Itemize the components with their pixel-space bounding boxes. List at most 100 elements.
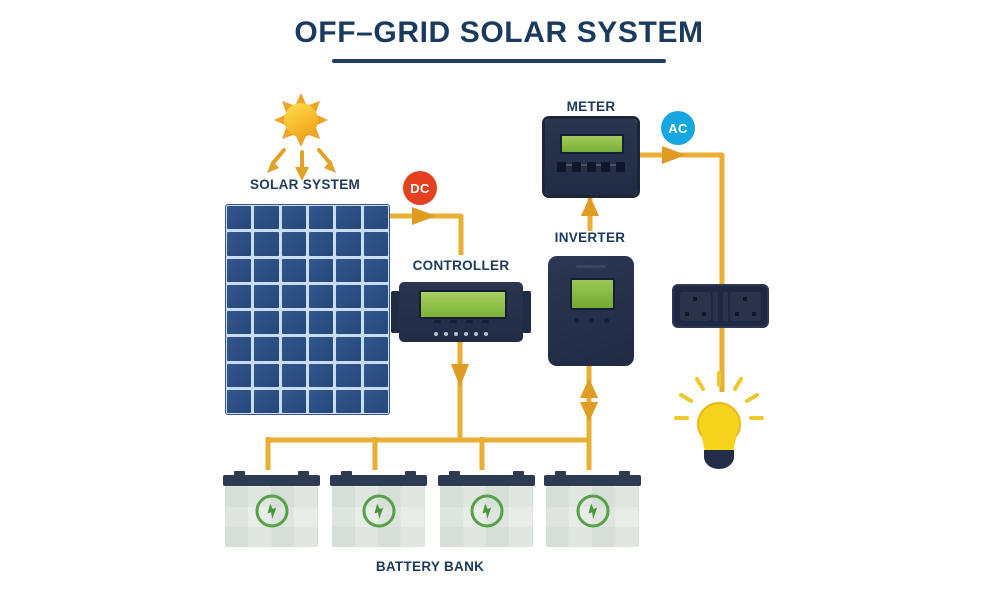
wire-controller-to-battery: [451, 341, 469, 440]
controller-terminals: [399, 332, 523, 336]
inverter-buttons: [548, 318, 634, 323]
charge-controller: [391, 282, 531, 342]
solar-cell: [281, 206, 306, 230]
lightning-icon: [255, 494, 288, 528]
solar-cell: [227, 258, 252, 282]
solar-cell: [254, 389, 279, 413]
battery-terminal: [405, 471, 416, 477]
page-title: OFF–GRID SOLAR SYSTEM: [294, 16, 704, 49]
battery-1: [223, 471, 320, 547]
battery-terminal: [234, 471, 245, 477]
solar-cell: [227, 337, 252, 361]
inverter-label: INVERTER: [554, 230, 626, 245]
battery-terminal: [298, 471, 309, 477]
arrow-right-icon: [662, 146, 686, 164]
solar-cell: [336, 206, 361, 230]
lightning-icon: [362, 494, 395, 528]
battery-top: [544, 475, 641, 486]
sun-rays-arrows: [272, 148, 331, 171]
meter-label: METER: [566, 99, 616, 114]
solar-cell: [363, 363, 388, 387]
inverter-lcd-screen: [570, 278, 615, 310]
inverter-vent: [576, 265, 606, 268]
arrow-down-icon: [451, 364, 469, 387]
solar-cell: [281, 284, 306, 308]
solar-cell: [281, 311, 306, 335]
solar-cell: [309, 232, 334, 256]
solar-cell: [336, 284, 361, 308]
dc-badge: DC: [403, 171, 437, 205]
socket-left: [680, 291, 711, 321]
solar-cell: [309, 389, 334, 413]
wire-inverter-to-battery: [580, 366, 598, 470]
solar-cell: [363, 284, 388, 308]
wire-solar-to-controller: [386, 207, 464, 255]
controller-buttons: [399, 320, 523, 323]
light-bulb-icon: [674, 371, 764, 469]
energy-meter: [545, 119, 637, 195]
solar-cell: [336, 311, 361, 335]
ac-badge: AC: [661, 111, 695, 145]
solar-cell: [281, 337, 306, 361]
solar-cell: [363, 389, 388, 413]
controller-label: CONTROLLER: [412, 258, 510, 273]
solar-cell: [363, 232, 388, 256]
solar-cell: [309, 284, 334, 308]
controller-mount-tab: [391, 291, 400, 333]
meter-lcd-screen: [560, 134, 624, 154]
solar-cell: [309, 337, 334, 361]
solar-cell: [363, 311, 388, 335]
solar-cell: [227, 389, 252, 413]
battery-top: [438, 475, 535, 486]
solar-cell: [227, 311, 252, 335]
outlet-divider: [713, 291, 728, 321]
battery-3: [438, 471, 535, 547]
solar-cell: [336, 258, 361, 282]
solar-cell: [281, 389, 306, 413]
sun-icon: [267, 93, 336, 181]
solar-cell: [254, 258, 279, 282]
controller-lcd-screen: [419, 290, 507, 319]
battery-terminal: [341, 471, 352, 477]
solar-cell: [254, 311, 279, 335]
solar-cell: [336, 337, 361, 361]
battery-terminal: [619, 471, 630, 477]
arrow-down-icon: [580, 402, 598, 422]
solar-cell: [309, 258, 334, 282]
solar-cell: [336, 363, 361, 387]
socket-right: [730, 291, 761, 321]
controller-mount-tab: [522, 291, 531, 333]
bulb-rays: [674, 371, 764, 420]
solar-cell: [254, 284, 279, 308]
solar-cell: [363, 337, 388, 361]
arrow-up-icon: [581, 196, 599, 216]
lightning-icon: [470, 494, 503, 528]
solar-cell: [309, 311, 334, 335]
solar-system-label: SOLAR SYSTEM: [249, 177, 361, 192]
solar-cell: [336, 232, 361, 256]
battery-top: [223, 475, 320, 486]
solar-cell: [227, 363, 252, 387]
solar-cell: [336, 389, 361, 413]
battery-top: [330, 475, 427, 486]
solar-cell: [254, 206, 279, 230]
inverter: [548, 256, 634, 366]
solar-cell: [254, 363, 279, 387]
solar-cell: [309, 206, 334, 230]
solar-cell: [309, 363, 334, 387]
solar-cell: [281, 232, 306, 256]
solar-cell: [227, 232, 252, 256]
solar-cell: [227, 284, 252, 308]
battery-terminal: [555, 471, 566, 477]
battery-bank-label: BATTERY BANK: [375, 559, 485, 574]
arrow-up-icon: [580, 378, 598, 398]
solar-cell: [254, 337, 279, 361]
wire-inverter-to-meter: [581, 193, 599, 231]
battery-bus-wire: [265, 437, 589, 470]
solar-cell: [281, 258, 306, 282]
wire-meter-to-load: [638, 146, 725, 392]
lightning-icon: [576, 494, 609, 528]
battery-terminal: [449, 471, 460, 477]
solar-cell: [281, 363, 306, 387]
